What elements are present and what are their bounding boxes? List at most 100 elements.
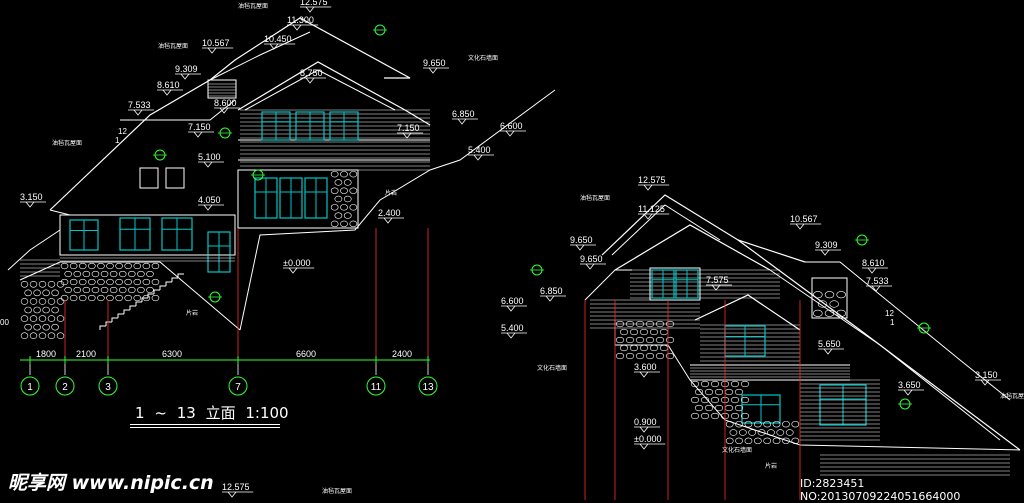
right-note-3: 油毡瓦屋面 [1000, 392, 1024, 400]
stair-step [111, 317, 118, 322]
left-level-8: 8.600 [214, 98, 237, 108]
right-stone-base-1 [665, 336, 675, 344]
bottom-fragment-level: 12.575 [222, 482, 250, 492]
right-stone-base-2 [710, 412, 720, 420]
left-roof-slope-run: 1 [115, 136, 120, 145]
drawing-title: 1 ~ 13 立面 1:100 [135, 402, 289, 423]
stone-base-left [151, 294, 160, 302]
left-note-2: 文化石墙面 [468, 54, 498, 62]
right-stone-base-3 [757, 429, 766, 436]
stone-pier [340, 220, 348, 228]
stone-base-left [115, 262, 123, 270]
right-chimney-stones [813, 309, 823, 317]
axis-bubble [55, 376, 75, 396]
right-level-17: ±0.000 [634, 434, 661, 444]
right-stone-base-2 [730, 396, 740, 404]
right-stone-base-1 [645, 320, 655, 328]
right-chimney-stones [813, 291, 823, 299]
stone-base-left [142, 278, 151, 286]
right-stone-base-3 [738, 429, 747, 436]
left-level-9-triangle [133, 109, 143, 116]
stone-base-left [106, 294, 114, 302]
stone-base-left [115, 294, 123, 302]
left-level-4: 9.650 [423, 58, 446, 68]
left-level-5: 9.309 [175, 64, 198, 74]
title-connector: ~ [154, 404, 167, 422]
left-level-15: 5.100 [198, 152, 221, 162]
right-stone-base-2 [694, 388, 704, 396]
stone-pier [343, 195, 352, 203]
left-level-3-triangle [269, 43, 279, 50]
left-level-18: 2.400 [378, 208, 401, 218]
axis-spacing: 6600 [296, 349, 316, 359]
stone-base-left [91, 286, 100, 294]
stone-base-left [109, 270, 118, 278]
left-level-7-triangle [162, 89, 172, 96]
right-lower-gable [694, 294, 801, 331]
stone-base-far-left [20, 280, 29, 288]
left-note-0: 油毡瓦屋面 [238, 2, 268, 10]
right-level-14: 3.600 [634, 362, 657, 372]
axis-spacing: 6300 [162, 349, 182, 359]
stone-base-left [115, 278, 123, 286]
stone-base-left [142, 262, 151, 270]
stone-base-left [128, 270, 136, 278]
right-stone-base-2 [734, 388, 744, 396]
right-stone-base-2 [700, 380, 710, 388]
right-stone-base-3 [763, 437, 772, 445]
left-level-6-triangle [305, 77, 315, 84]
right-level-13-triangle [903, 389, 913, 396]
right-stone-base-3 [725, 437, 734, 445]
right-stone-base-3 [772, 437, 781, 445]
right-level-7-triangle [711, 284, 721, 291]
right-note-1: 文化石墙面 [537, 364, 567, 372]
stair-step [165, 281, 172, 286]
right-stone-base-2 [734, 404, 744, 412]
stone-pier [349, 187, 358, 194]
stone-base-far-left [56, 280, 65, 288]
left-level-3: 10.450 [264, 34, 292, 44]
right-stone-base-1 [655, 352, 665, 360]
stone-base-left [133, 278, 142, 286]
title-underline-2 [130, 427, 280, 428]
axis-bubble [228, 376, 248, 396]
left-level-14-triangle [473, 154, 483, 161]
stone-base-far-left [20, 315, 29, 322]
axis-bubble [20, 376, 40, 396]
right-level-3: 9.650 [570, 235, 593, 245]
right-level-8-triangle [871, 285, 881, 292]
title-grid-end: 13 [176, 404, 196, 422]
right-long-roof [737, 239, 1021, 451]
dormer-1 [139, 167, 159, 189]
right-level-10: 6.600 [501, 296, 524, 306]
right-stone-base-1 [615, 336, 625, 344]
right-level-6: 8.610 [862, 258, 885, 268]
left-level-1-triangle [292, 24, 302, 31]
stone-base-far-left [47, 280, 56, 288]
stair-step [171, 277, 178, 282]
right-stone-base-1 [655, 336, 665, 344]
stone-base-far-left [29, 298, 38, 305]
stone-base-left [78, 294, 87, 302]
right-stone-base-3 [782, 437, 790, 445]
stone-base-left [118, 270, 127, 278]
stone-base-left [64, 270, 72, 278]
stone-base-left [78, 278, 87, 286]
left-level-1: 11.300 [287, 15, 314, 25]
stone-pier [340, 204, 348, 211]
left-level-9: 7.533 [128, 100, 151, 110]
right-stone-base-2 [690, 396, 700, 404]
right-level-17-triangle [639, 443, 649, 450]
axis-number: 1 [27, 382, 33, 393]
stone-base-far-left [51, 289, 59, 297]
stone-base-left [106, 262, 114, 270]
right-stone-base-1 [629, 328, 639, 336]
right-roof-slope-run: 1 [890, 318, 895, 327]
right-note-0: 油毡瓦屋面 [580, 194, 610, 202]
stone-base-left [73, 270, 82, 278]
stair-step [123, 309, 130, 314]
left-note-1: 油毡瓦屋面 [158, 42, 188, 50]
left-level-6: 8.750 [300, 68, 323, 78]
right-level-0-triangle [643, 184, 653, 191]
stone-pier [334, 212, 343, 219]
